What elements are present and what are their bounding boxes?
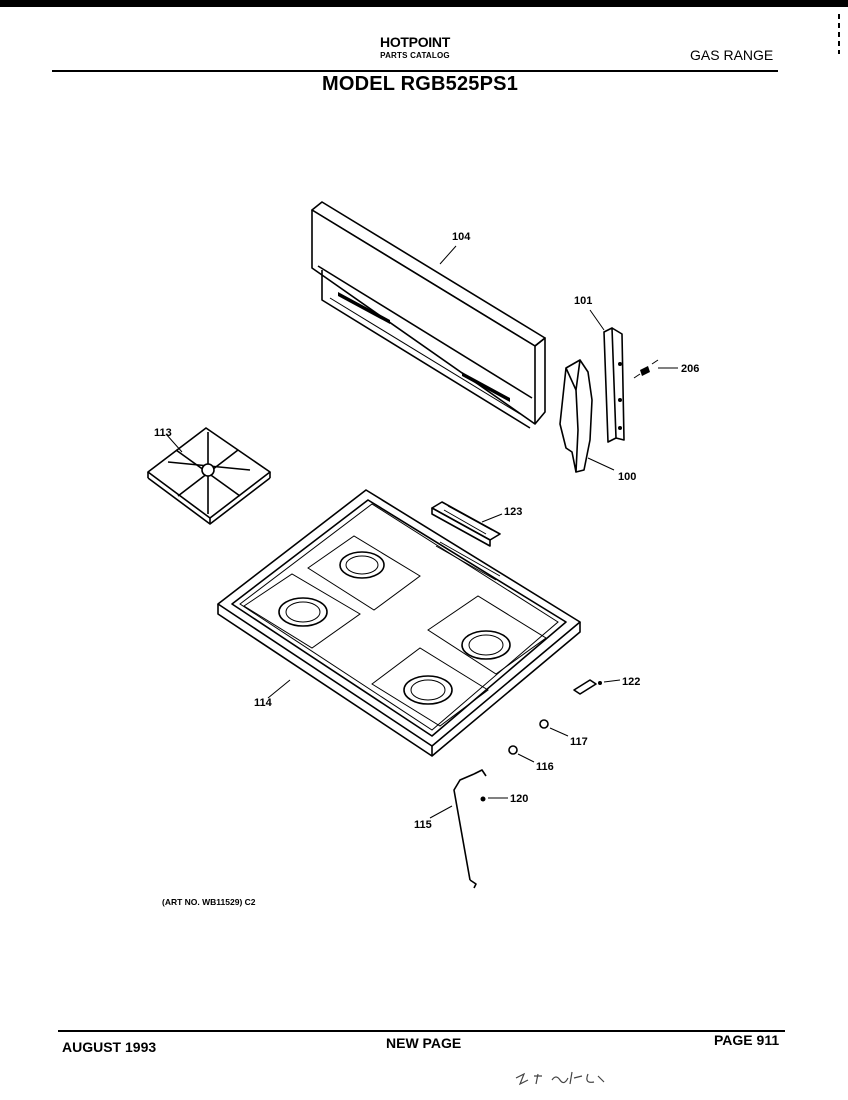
handwritten-signature	[515, 1071, 605, 1086]
part-123-vent-trim	[431, 501, 501, 547]
part-113-burner-grate	[147, 427, 271, 525]
part-114-cooktop	[217, 489, 581, 757]
leader-lines	[165, 245, 678, 819]
art-number-note: (ART NO. WB11529) C2	[162, 897, 256, 907]
callout-122: 122	[622, 676, 640, 688]
part-120-fastener	[480, 796, 486, 802]
callout-114: 114	[254, 697, 273, 709]
part-115-support-rod	[453, 769, 487, 889]
brand-title: HOTPOINT	[380, 34, 450, 50]
product-category: GAS RANGE	[690, 47, 774, 63]
top-border	[0, 0, 848, 7]
part-104-backguard	[311, 201, 546, 429]
part-122-clip	[573, 679, 602, 695]
callout-104: 104	[452, 231, 471, 243]
callout-101: 101	[574, 295, 592, 307]
catalog-subtitle: PARTS CATALOG	[380, 51, 450, 60]
header-rule	[52, 70, 778, 72]
footer-page-number: PAGE 911	[714, 1032, 780, 1048]
footer-rule	[58, 1030, 785, 1032]
callout-206: 206	[681, 363, 699, 375]
callout-113: 113	[154, 427, 172, 439]
callout-120: 120	[510, 793, 528, 805]
callout-116: 116	[536, 761, 554, 773]
part-117-fastener	[539, 719, 549, 729]
margin-mark	[838, 14, 840, 54]
part-100-end-cap	[559, 359, 593, 473]
callout-115: 115	[414, 819, 432, 831]
footer-date: AUGUST 1993	[62, 1039, 157, 1055]
part-206-screw	[633, 359, 659, 379]
model-title: MODEL RGB525PS1	[322, 73, 519, 95]
part-116-fastener	[508, 745, 518, 755]
callout-123: 123	[504, 506, 522, 518]
callout-100: 100	[618, 471, 636, 483]
footer-page-type: NEW PAGE	[386, 1035, 462, 1051]
part-101-side-trim	[603, 327, 625, 443]
callout-117: 117	[570, 736, 588, 748]
